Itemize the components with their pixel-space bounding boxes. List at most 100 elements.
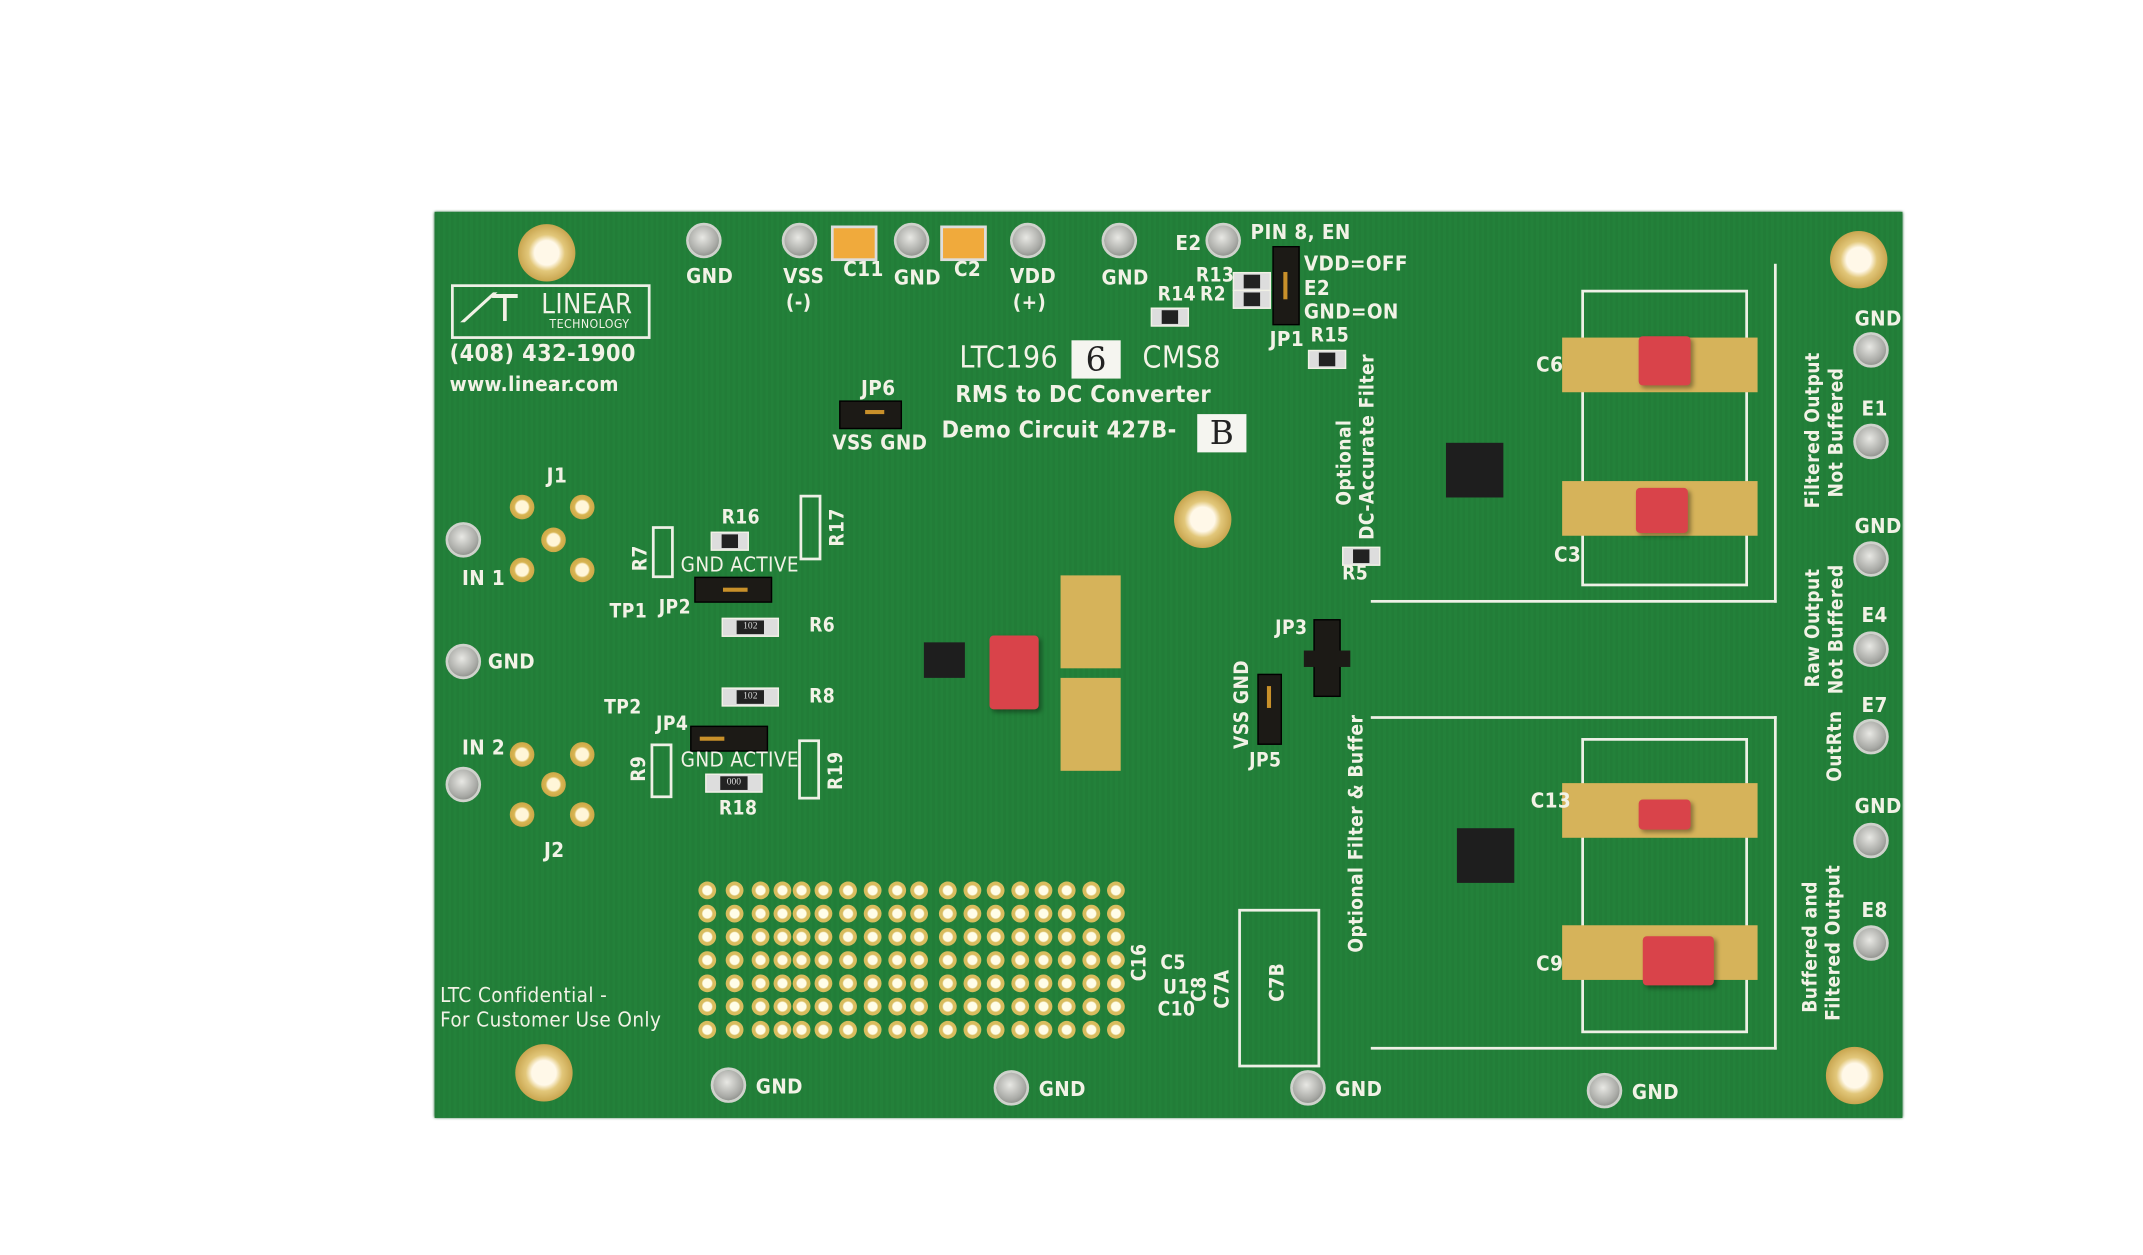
label-c7b: C7B — [1266, 962, 1289, 1002]
e2-terminal[interactable] — [1205, 222, 1241, 259]
gold-pad — [1060, 575, 1121, 669]
via — [725, 951, 744, 969]
gnd-terminal[interactable] — [993, 1070, 1030, 1106]
via — [963, 974, 982, 993]
label-c8: C8 — [1189, 976, 1211, 1002]
via — [751, 974, 770, 993]
e7-terminal[interactable] — [1853, 718, 1889, 755]
capacitor-c11 — [830, 225, 878, 262]
handwritten-part-digit: 6 — [1071, 340, 1121, 379]
via — [814, 881, 833, 900]
gold-pad — [1060, 677, 1121, 771]
label-jp6-options: VSS GND — [832, 430, 928, 456]
c7b-outline — [1238, 908, 1321, 1068]
gnd-terminal[interactable] — [445, 643, 482, 680]
label-e7: E7 — [1861, 692, 1888, 718]
label-r9: R9 — [628, 755, 651, 782]
via — [1034, 951, 1053, 969]
in2-terminal[interactable] — [445, 766, 482, 803]
via — [698, 997, 717, 1016]
website: www.linear.com — [449, 371, 619, 397]
via — [986, 1020, 1005, 1039]
jumper-jp2[interactable] — [694, 576, 773, 603]
resistor-r8: 102 — [721, 687, 780, 707]
via — [1082, 927, 1101, 946]
part-number: LTC196 — [959, 341, 1059, 376]
via — [1057, 904, 1076, 923]
ltc1966-ic — [923, 642, 965, 678]
via — [910, 974, 928, 993]
e1-terminal[interactable] — [1853, 423, 1889, 460]
via — [751, 927, 770, 946]
via — [888, 974, 907, 993]
via — [751, 904, 770, 923]
resistor-r6: 102 — [721, 617, 780, 637]
via — [888, 1020, 907, 1039]
via — [1082, 904, 1101, 923]
logo-subtext: TECHNOLOGY — [549, 318, 630, 333]
via — [1011, 927, 1030, 946]
via — [910, 927, 928, 946]
label-jp5: JP5 — [1249, 750, 1282, 773]
gnd-terminal[interactable] — [1853, 332, 1889, 368]
via — [910, 951, 928, 969]
via — [751, 951, 770, 969]
via — [1011, 881, 1030, 900]
gnd-terminal[interactable] — [1586, 1072, 1623, 1109]
confidential-line2: For Customer Use Only — [440, 1007, 662, 1032]
via — [888, 997, 907, 1016]
label-c3: C3 — [1553, 542, 1582, 568]
jumper-jp3[interactable] — [1303, 619, 1351, 698]
gnd-terminal[interactable] — [1101, 222, 1138, 259]
mounting-hole — [1173, 490, 1232, 549]
jumper-jp4[interactable] — [690, 725, 769, 752]
label-not-buffered: Not Buffered — [1825, 367, 1848, 498]
package-label: CMS8 — [1142, 341, 1221, 376]
via — [963, 904, 982, 923]
jumper-jp6[interactable] — [839, 400, 903, 430]
gnd-terminal[interactable] — [710, 1067, 747, 1103]
vss-terminal[interactable] — [781, 222, 818, 259]
via — [773, 997, 792, 1016]
via — [839, 997, 857, 1016]
via — [1011, 904, 1030, 923]
label-c5: C5 — [1160, 952, 1186, 975]
gnd-terminal[interactable] — [1290, 1070, 1326, 1106]
label-r6: R6 — [809, 615, 836, 637]
label-c6: C6 — [1536, 352, 1564, 378]
gnd-terminal[interactable] — [1853, 822, 1889, 859]
sma-connector-j1[interactable] — [541, 527, 566, 553]
resistor-r15 — [1307, 349, 1347, 370]
mounting-hole — [1825, 1046, 1884, 1105]
label-r16: R16 — [721, 507, 761, 529]
via — [792, 951, 811, 969]
gnd-terminal[interactable] — [1853, 541, 1889, 577]
sma-connector-j2[interactable] — [541, 772, 566, 797]
buffer-outline — [1370, 716, 1777, 1050]
gnd-terminal[interactable] — [686, 222, 722, 259]
in1-terminal[interactable] — [445, 522, 482, 558]
via — [938, 997, 957, 1016]
jumper-jp5[interactable] — [1257, 673, 1282, 745]
label-gnd: GND — [686, 263, 734, 289]
via — [725, 1020, 744, 1039]
via — [698, 1020, 717, 1039]
label-gnd: GND — [1335, 1076, 1383, 1102]
vdd-terminal[interactable] — [1009, 222, 1046, 259]
e8-terminal[interactable] — [1853, 925, 1889, 961]
label-c10: C10 — [1157, 999, 1196, 1021]
via — [1107, 997, 1125, 1016]
e4-terminal[interactable] — [1853, 631, 1889, 667]
label-gnd: GND — [1038, 1076, 1086, 1102]
label-j2: J2 — [543, 837, 565, 863]
label-in2: IN 2 — [461, 735, 506, 760]
label-r17: R17 — [826, 508, 849, 547]
gnd-terminal[interactable] — [893, 222, 930, 259]
resistor-r2 — [1232, 289, 1272, 309]
label-gnd: GND — [1854, 306, 1902, 331]
via — [1057, 881, 1076, 900]
via — [814, 951, 833, 969]
jumper-jp1[interactable] — [1272, 246, 1300, 326]
via — [938, 881, 957, 900]
demo-circuit-label: Demo Circuit 427B- — [941, 416, 1177, 445]
